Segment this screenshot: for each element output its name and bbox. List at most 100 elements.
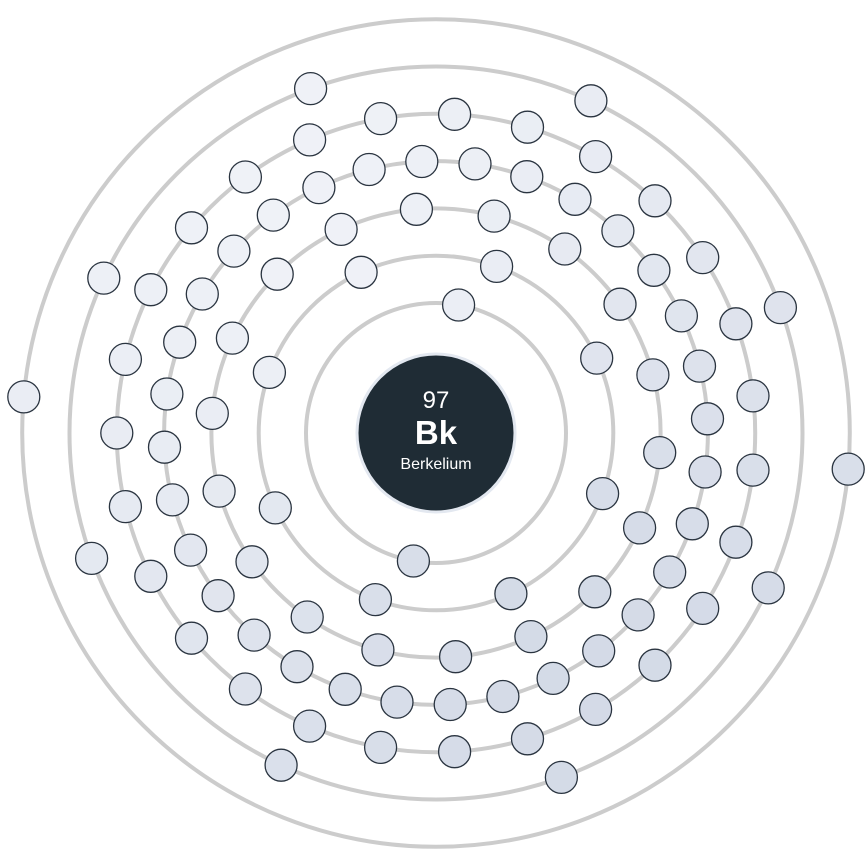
electron-shell-2 [258,491,292,525]
electron-shell-3 [578,575,612,609]
electron-shell-3 [438,640,473,674]
electron-shell-4 [302,170,336,205]
shell-2 [256,253,616,613]
electron-shell-3 [361,633,395,667]
electron-shell-4 [380,685,414,719]
electron-shell-6 [293,71,328,106]
electron-shell-3 [399,192,434,226]
electron-shell-5 [510,722,545,756]
electron-shell-4 [653,555,687,589]
electron-shell-4 [664,299,699,333]
electron-shell-4 [405,144,439,179]
electron-shell-5 [228,672,263,706]
electron-shell-3 [514,619,548,654]
electron-shell-2 [585,476,620,511]
electron-shell-4 [155,483,190,517]
electron-shell-4 [582,634,616,668]
electron-shell-6 [574,84,608,118]
electron-shell-4 [675,507,709,541]
electron-shell-4 [163,325,197,359]
nucleus-circle [355,352,517,514]
electron-shell-4 [280,650,314,684]
electron-shell-5 [363,101,398,136]
shell-3 [209,206,663,660]
electron-shell-3 [195,396,229,431]
electron-shell-6 [264,748,298,782]
electron-shell-5 [174,211,209,245]
shell-1 [304,301,568,565]
element-symbol: Bk [415,414,458,451]
electron-shell-2 [479,249,514,284]
electron-shell-5 [108,489,143,524]
electron-shell-5 [686,240,720,275]
electron-shell-6 [751,571,785,605]
electron-shell-3 [215,321,250,355]
electron-shell-5 [638,184,672,218]
electron-shell-2 [494,577,528,611]
electrons [7,71,865,795]
electron-shell-5 [510,110,545,144]
electron-shell-4 [621,598,655,632]
electron-shell-4 [558,182,592,216]
electron-shell-7 [7,380,41,414]
electron-shell-4 [237,618,271,652]
electron-shell-4 [510,160,544,194]
nucleus: 97 Bk Berkelium [355,352,517,514]
electron-shell-4 [601,214,635,248]
electron-shell-5 [578,139,613,174]
electron-shell-2 [252,355,287,390]
electron-shell-4 [150,377,184,411]
electron-shell-5 [719,525,753,559]
electron-shell-4 [682,349,717,383]
electron-shell-5 [174,621,209,655]
electron-shell-4 [173,533,208,567]
electron-shell-3 [477,199,511,233]
electron-shell-4 [147,430,182,464]
electron-shell-2 [358,582,393,617]
electron-shell-5 [228,160,263,194]
electron-shell-3 [622,511,657,545]
electron-shell-5 [134,559,168,593]
atomic-number: 97 [423,387,450,414]
electron-shell-4 [217,234,251,268]
electron-shell-5 [736,453,770,487]
electron-shell-5 [736,379,770,413]
electron-shell-4 [688,455,722,489]
electron-shell-1 [441,288,476,322]
electron-shell-6 [74,541,109,576]
electron-shell-5 [363,730,398,765]
electron-shell-3 [548,232,582,266]
element-name: Berkelium [400,456,471,473]
electron-shell-4 [536,661,570,696]
electron-shell-4 [458,147,492,181]
electron-shell-4 [486,679,520,714]
electron-shell-2 [580,341,614,375]
electron-shell-1 [396,544,431,578]
electron-shell-3 [235,545,269,579]
electron-shell-6 [544,760,579,795]
electron-shell-4 [328,672,362,706]
electron-shell-3 [324,212,358,247]
electron-shell-3 [290,600,324,634]
electron-shell-3 [260,257,294,291]
electron-shell-6 [87,261,121,295]
electron-shell-5 [719,307,753,341]
electron-shell-5 [134,273,168,307]
electron-shell-3 [202,474,236,508]
electron-shell-5 [437,735,472,769]
electron-shell-5 [292,123,327,157]
shell-7 [20,17,852,849]
electron-shell-5 [437,97,472,131]
electron-shell-3 [636,358,670,392]
electron-shell-3 [643,435,677,470]
electron-shell-5 [292,709,327,743]
electron-shell-4 [433,687,467,722]
electron-shell-5 [100,416,134,450]
electron-shell-5 [686,591,720,626]
electron-shell-4 [690,402,725,436]
electron-shell-7 [831,452,865,486]
electron-shell-6 [763,290,798,325]
electron-shell-4 [256,198,290,232]
shell-6 [67,64,805,802]
